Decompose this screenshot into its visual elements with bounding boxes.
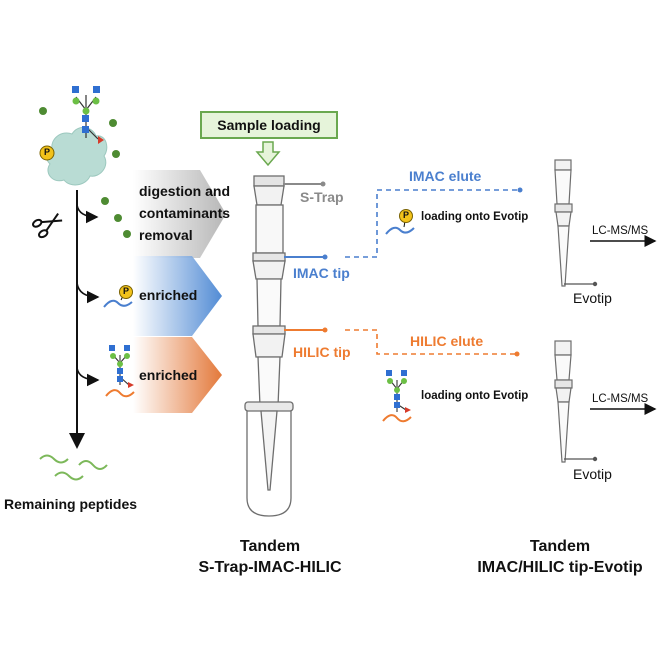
- evotip-label-upper: Evotip: [573, 290, 612, 306]
- step1-line2: contaminants: [139, 205, 231, 221]
- hilic-elute-label: HILIC elute: [410, 333, 484, 349]
- imac-elute-label: IMAC elute: [409, 168, 482, 184]
- branch-arrow-digestion: [76, 204, 99, 224]
- hilic-connector-end: [322, 327, 328, 333]
- right-title-line2: IMAC/HILIC tip-Evotip: [477, 559, 643, 576]
- phosphopeptide-icon: [103, 285, 133, 308]
- remaining-peptides-label: Remaining peptides: [4, 496, 138, 512]
- s-trap-label: S-Trap: [300, 189, 344, 205]
- center-title: Tandem S-Trap-IMAC-HILIC: [170, 536, 370, 578]
- remaining-peptides-icon: [39, 454, 108, 481]
- right-title-line1: Tandem: [529, 538, 591, 555]
- loading-onto-evotip-upper: loading onto Evotip: [421, 211, 529, 223]
- imac-connector-end: [322, 254, 328, 260]
- right-title: Tandem IMAC/HILIC tip-Evotip: [460, 536, 660, 578]
- sample-loading-arrow: [255, 141, 281, 167]
- enriched-label-hilic: enriched: [139, 367, 198, 383]
- branch-arrow-imac: [76, 282, 100, 304]
- sample-loading-box: Sample loading: [200, 111, 338, 139]
- tandem-tip-stack: [244, 175, 294, 517]
- center-title-line1: Tandem: [239, 538, 301, 555]
- imac-tip-label: IMAC tip: [293, 265, 350, 281]
- branch-arrow-hilic: [76, 367, 100, 387]
- enriched-label-imac: enriched: [139, 287, 198, 303]
- evotip-lower-pointer-end: [592, 456, 598, 462]
- step-chevron-orange: [133, 337, 222, 413]
- evotip-upper-icon: [554, 159, 573, 287]
- scissors-icon: [32, 212, 63, 239]
- loading-onto-evotip-lower: loading onto Evotip: [421, 390, 529, 402]
- step-chevron-blue: [133, 256, 222, 336]
- phospho-letter-protein: P: [44, 147, 51, 157]
- phosphopeptide-right-icon: [385, 209, 415, 235]
- phospho-group-icon: [39, 145, 55, 161]
- lcms-label-upper: LC-MS/MS: [592, 225, 649, 237]
- step1-line3: removal: [139, 227, 193, 243]
- glycopeptide-right-icon: [382, 370, 412, 423]
- s-trap-connector-end: [320, 181, 326, 187]
- step-chevron-gray: [133, 170, 226, 258]
- evotip-lower-icon: [554, 340, 573, 463]
- imac-elute-dashed-path: [345, 189, 518, 258]
- phospho-letter-left: P: [123, 286, 130, 296]
- phospho-letter-right: P: [403, 210, 410, 220]
- contaminant-dots: [39, 107, 131, 238]
- center-title-line2: S-Trap-IMAC-HILIC: [198, 559, 342, 576]
- hilic-elute-end: [514, 351, 520, 357]
- hilic-tip-label: HILIC tip: [293, 344, 351, 360]
- lcms-label-lower: LC-MS/MS: [592, 393, 649, 405]
- glycan-icon: [72, 86, 104, 144]
- step1-line1: digestion and: [139, 183, 230, 199]
- evotip-label-lower: Evotip: [573, 466, 612, 482]
- protein-icon: [45, 127, 108, 186]
- glycopeptide-icon: [105, 345, 135, 398]
- imac-elute-end: [517, 187, 523, 193]
- evotip-upper-pointer-end: [592, 281, 598, 287]
